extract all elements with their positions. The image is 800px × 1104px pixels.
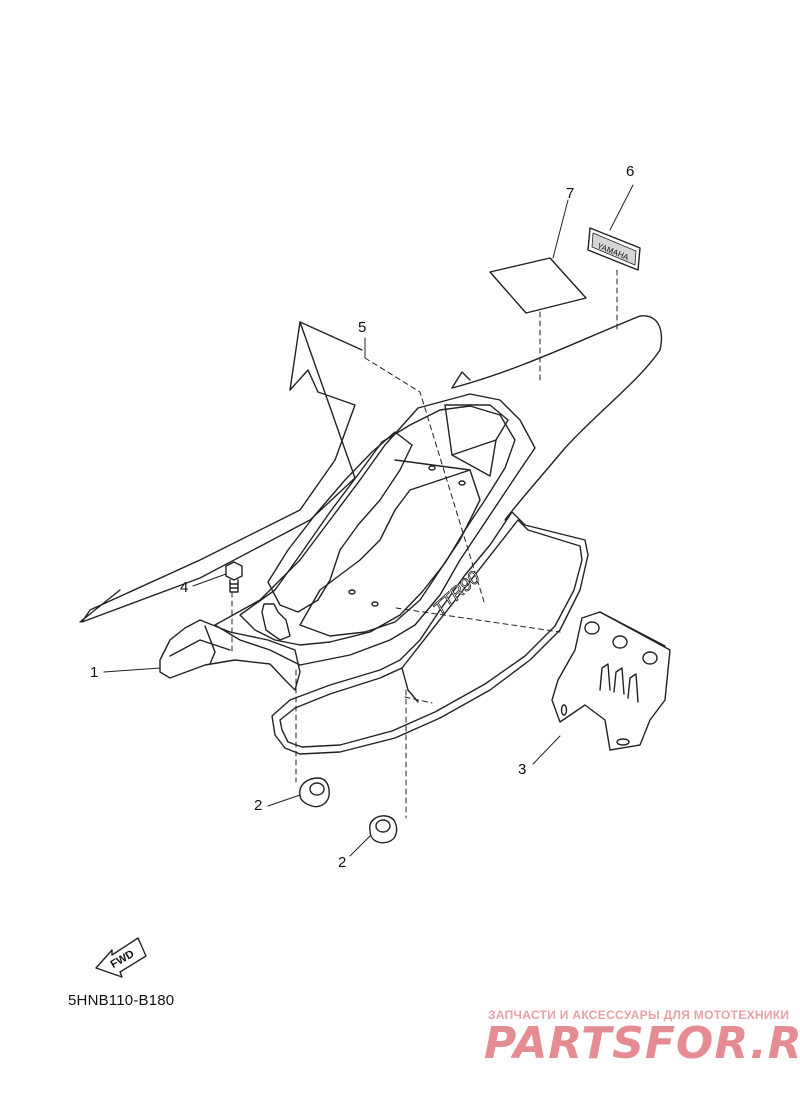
assembly-lines (231, 269, 618, 819)
callout-3: 3 (518, 761, 527, 778)
fwd-arrow-icon: FWD (95, 937, 147, 978)
front-bracket-part-1 (159, 619, 301, 691)
seat-part-5 (79, 321, 363, 623)
callout-2-right: 2 (338, 854, 347, 871)
side-cover (271, 511, 589, 755)
grommet-part-2-left (299, 777, 330, 808)
grommet-part-2-right (369, 815, 398, 844)
watermark-subtitle: ЗАПЧАСТИ И АКСЕССУАРЫ ДЛЯ МОТОТЕХНИКИ (488, 1008, 790, 1022)
watermark-logo: PARTSFOR.RU (484, 1018, 800, 1069)
callout-5: 5 (358, 319, 367, 336)
emblem-part-6: YAMAHA (587, 227, 641, 271)
decal-plate-part-7 (489, 257, 587, 314)
callout-6: 6 (626, 163, 635, 180)
callout-1: 1 (90, 664, 99, 681)
callout-2-left: 2 (254, 797, 263, 814)
rear-fender-body (214, 315, 663, 666)
rear-bracket-part-3 (551, 611, 671, 751)
diagram-code: 5HNB110-B180 (68, 992, 175, 1009)
leader-lines (103, 184, 634, 857)
bolt-part-4 (225, 561, 243, 593)
callout-4: 4 (180, 579, 189, 596)
callout-7: 7 (566, 185, 575, 202)
